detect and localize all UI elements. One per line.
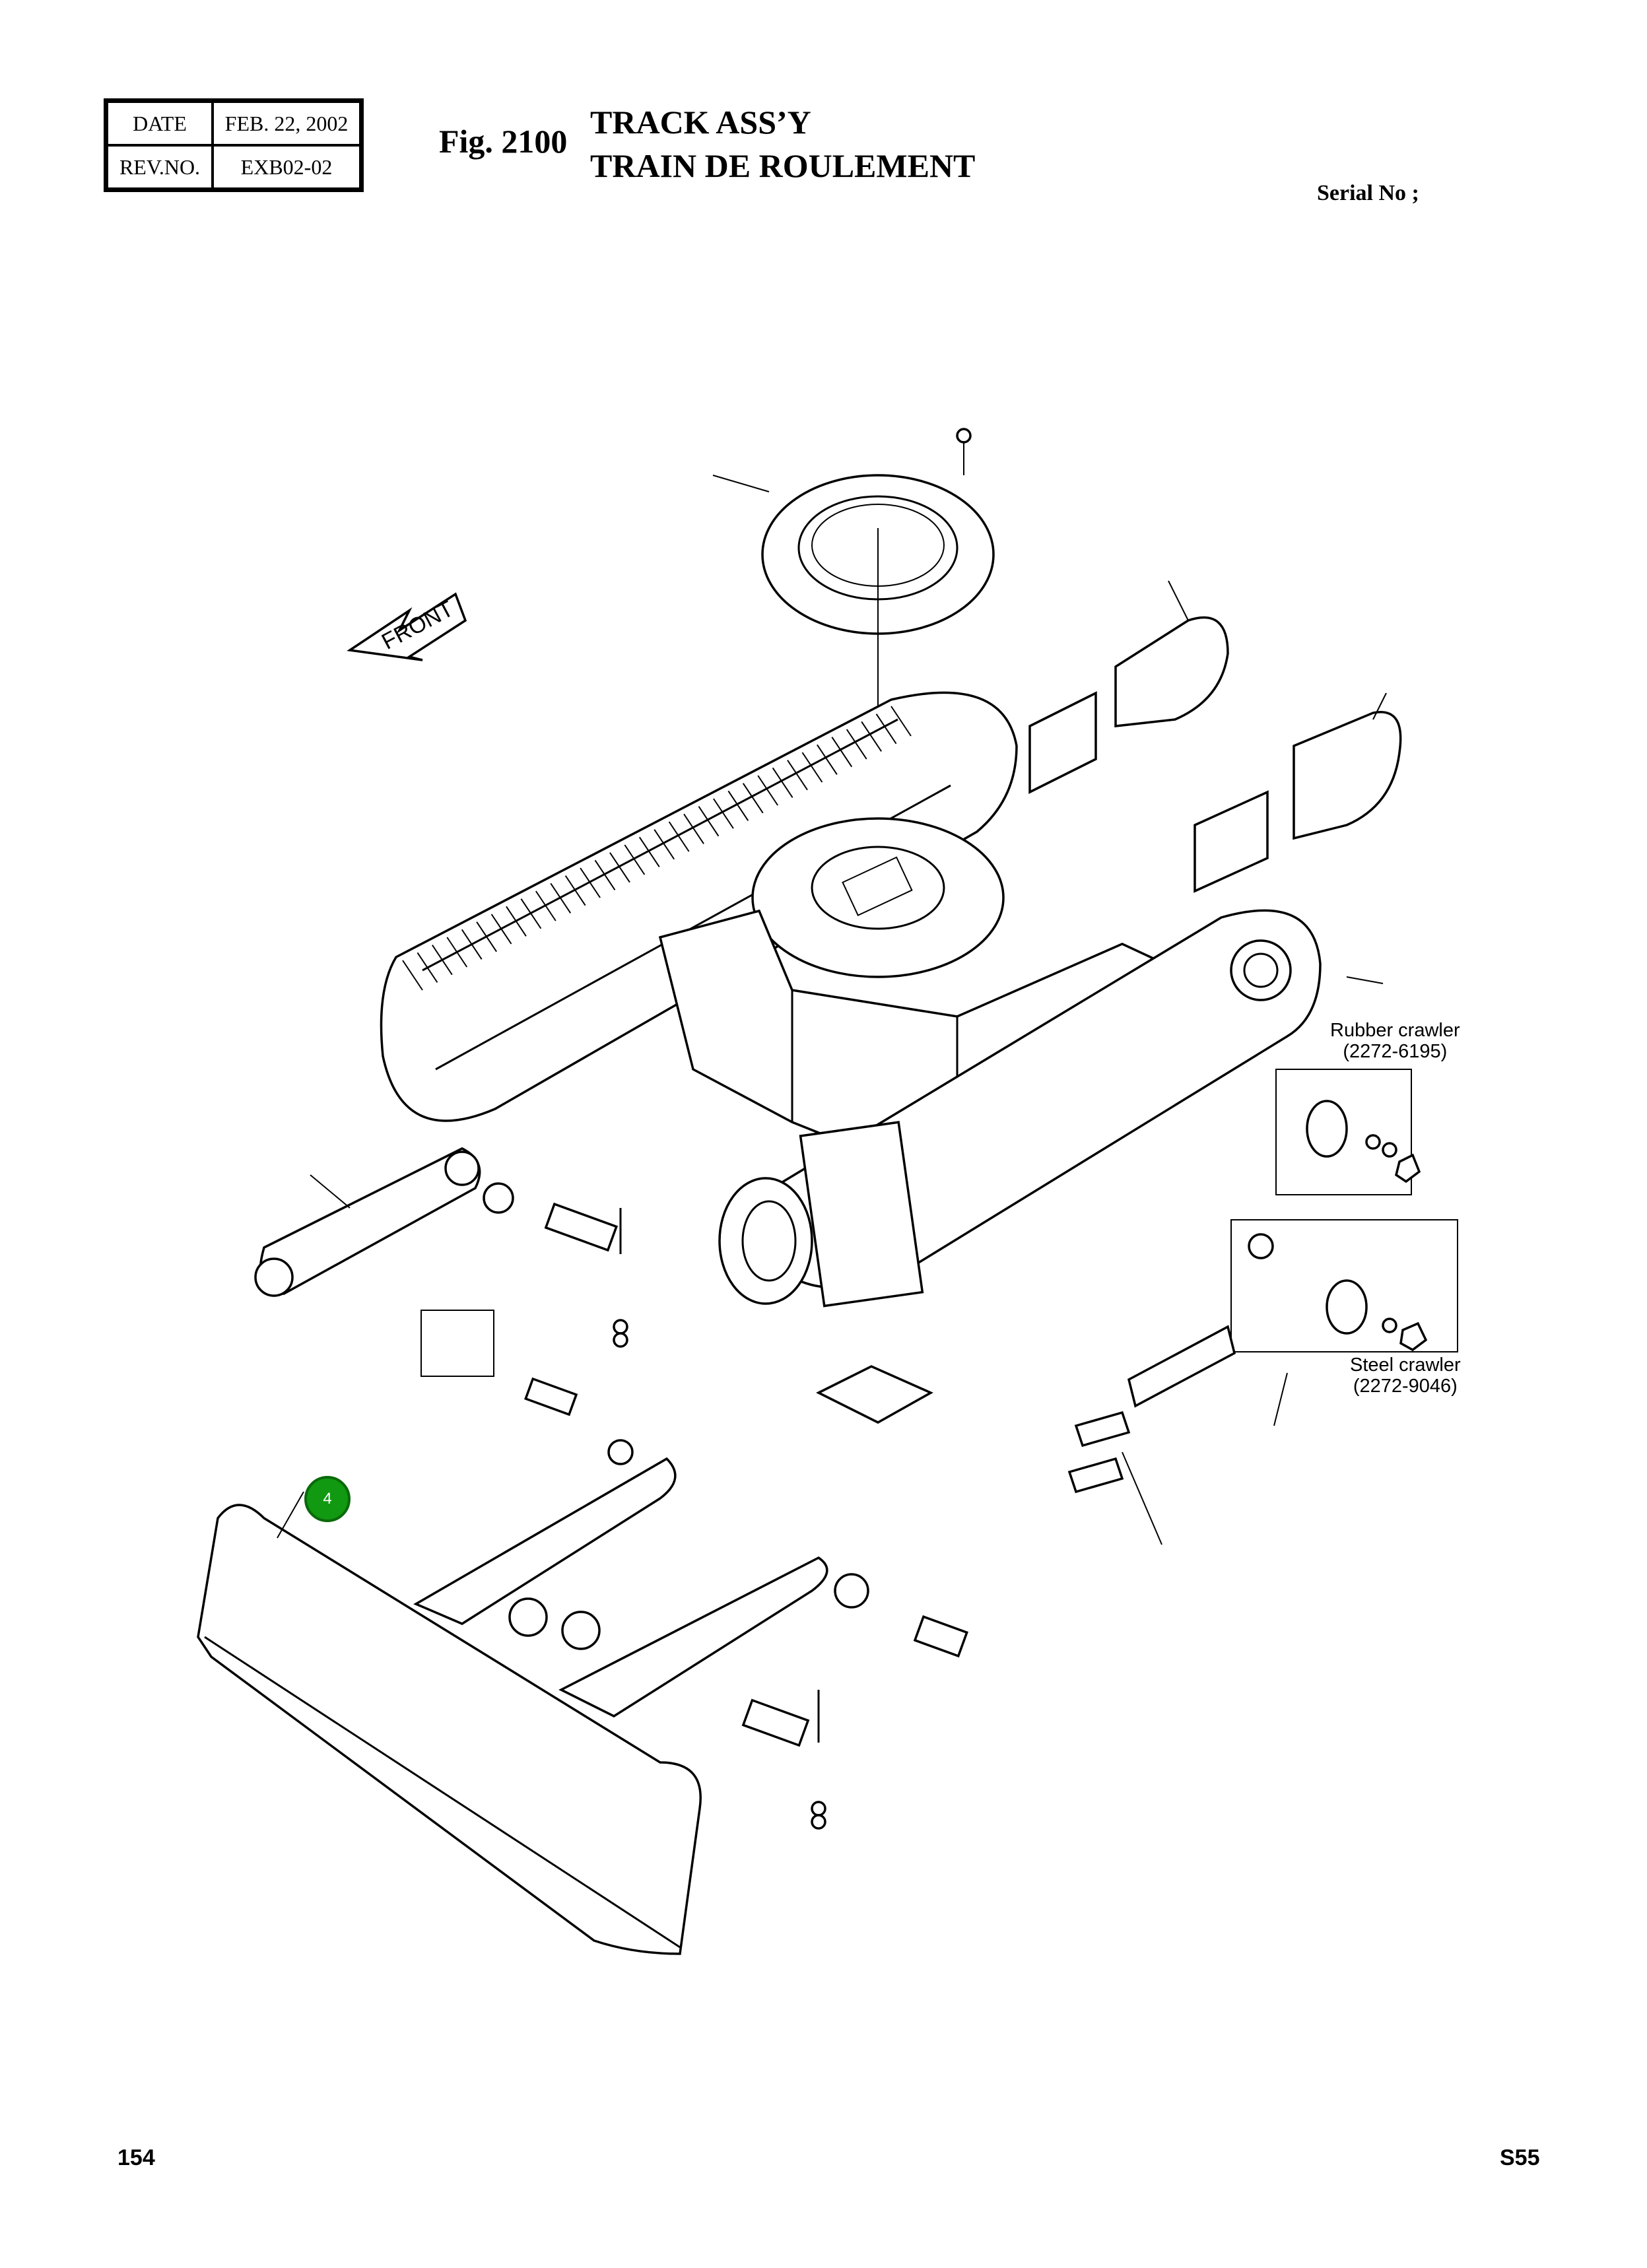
track-shoe <box>757 775 779 806</box>
track-shoe <box>461 929 483 960</box>
track-shoe <box>742 783 764 814</box>
item-badge[interactable]: 4 <box>304 1476 351 1522</box>
rev-value: EXB02-02 <box>213 145 360 189</box>
figure-title: TRACK ASS’Y TRAIN DE ROULEMENT <box>590 100 975 187</box>
track-shoe <box>402 960 423 991</box>
track-shoe <box>638 836 660 867</box>
sprocket-covers <box>1028 616 1402 893</box>
left-track <box>380 691 1018 1122</box>
title-english: TRACK ASS’Y <box>590 104 811 141</box>
track-shoe <box>846 729 867 760</box>
track-shoe <box>801 752 823 783</box>
track-shoe <box>698 806 720 837</box>
section-code: S55 <box>1500 2145 1540 2170</box>
date-label: DATE <box>107 102 213 145</box>
swing-bearing-ring <box>761 428 995 858</box>
track-shoe <box>875 714 897 745</box>
track-shoe <box>713 798 734 829</box>
steel-crawler-code: (2272-9046) <box>1353 1376 1458 1397</box>
track-shoe <box>594 859 616 890</box>
guard-plates <box>816 1325 1236 1494</box>
track-shoe <box>535 890 556 921</box>
page-number: 154 <box>118 2145 155 2170</box>
track-shoe <box>446 937 468 968</box>
track-shoe <box>668 821 690 852</box>
track-shoe <box>831 737 853 768</box>
leader-lines <box>277 475 1387 1545</box>
front-arrow-icon: FRONT <box>347 592 467 661</box>
track-shoe <box>624 844 646 875</box>
track-shoe <box>609 852 630 883</box>
track-shoe <box>432 945 453 976</box>
right-track <box>718 909 1322 1308</box>
track-shoe <box>861 721 882 752</box>
track-shoe <box>490 914 512 945</box>
track-shoe <box>817 744 838 775</box>
track-shoe <box>654 829 675 860</box>
rubber-crawler-label: Rubber crawler (2272-6195) <box>1330 1020 1460 1062</box>
date-value: FEB. 22, 2002 <box>213 102 360 145</box>
rubber-crawler-title: Rubber crawler <box>1330 1020 1460 1041</box>
pins-left <box>420 1202 634 1465</box>
track-shoe <box>506 906 527 937</box>
track-shoe <box>564 875 586 906</box>
title-french: TRAIN DE ROULEMENT <box>590 147 976 184</box>
rubber-crawler-code: (2272-6195) <box>1343 1041 1448 1062</box>
figure-number: Fig. 2100 <box>439 123 568 160</box>
serial-label: Serial No ; <box>1317 181 1419 205</box>
track-shoe <box>727 790 749 821</box>
track-shoe <box>683 813 704 844</box>
pins-bottom <box>741 1573 968 1830</box>
track-shoe <box>787 760 808 791</box>
steel-crawler-label: Steel crawler (2272-9046) <box>1350 1354 1461 1397</box>
track-shoe <box>580 867 601 898</box>
steel-crawler-title: Steel crawler <box>1350 1354 1461 1376</box>
revision-table: DATE FEB. 22, 2002 REV.NO. EXB02-02 <box>104 98 364 192</box>
rev-label: REV.NO. <box>107 145 213 189</box>
track-shoe <box>550 883 572 914</box>
track-shoes-left <box>402 706 912 991</box>
blade-cylinder <box>254 1147 514 1297</box>
track-shoe <box>772 767 793 798</box>
dozer-blade <box>197 1457 828 1955</box>
track-shoe <box>520 898 542 929</box>
track-shoe <box>476 921 497 952</box>
track-shoe <box>891 706 912 737</box>
rubber-crawler-box <box>1275 1069 1421 1195</box>
steel-crawler-box <box>1230 1219 1458 1352</box>
track-shoe <box>417 952 438 983</box>
